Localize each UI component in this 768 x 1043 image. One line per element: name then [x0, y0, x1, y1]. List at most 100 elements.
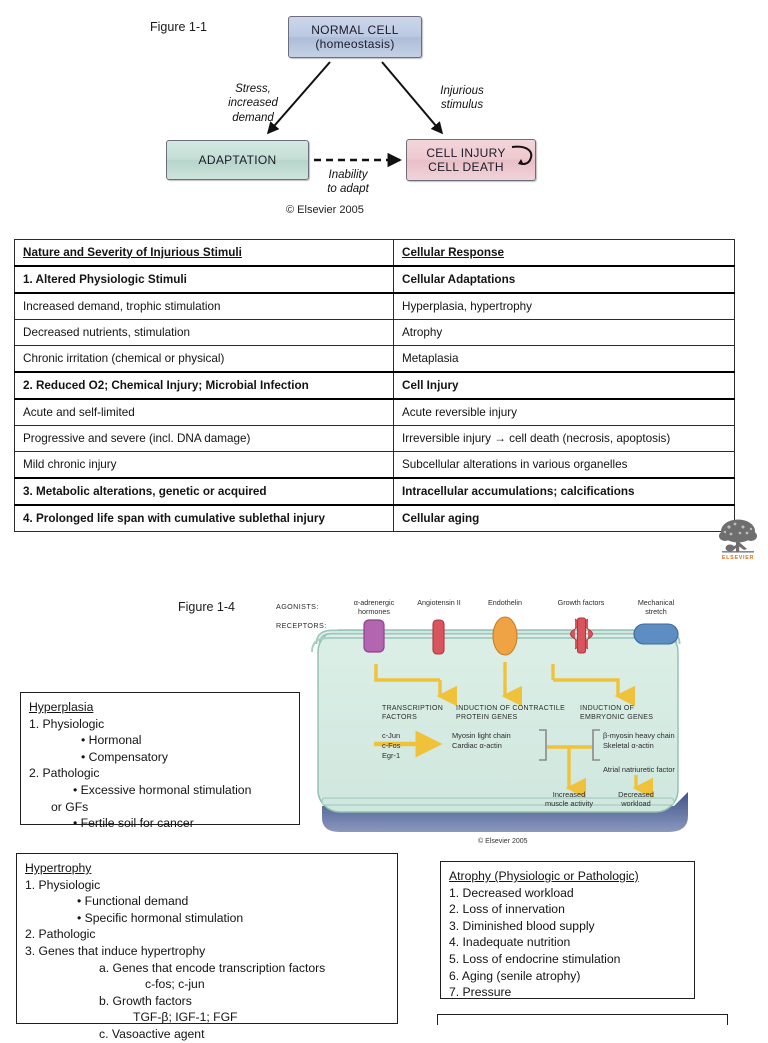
bottom-partial-box — [437, 1014, 728, 1025]
atrophy-line: 6. Aging (senile atrophy) — [449, 968, 581, 983]
atrophy-box: Atrophy (Physiologic or Pathologic) 1. D… — [440, 861, 695, 999]
gene-right-1: Skeletal α-actin — [603, 741, 654, 750]
normal-cell-line-2: (homeostasis) — [315, 37, 395, 51]
hyperplasia-title: Hyperplasia — [29, 700, 94, 714]
pathway-label-0: TRANSCRIPTION — [382, 705, 443, 712]
cell-injury-line-2: CELL DEATH — [428, 160, 504, 174]
agonist-label-2: Endothelin — [488, 598, 522, 607]
agonist-label-1: Angiotensin II — [417, 598, 461, 607]
table-row: 3. Metabolic alterations, genetic or acq… — [14, 477, 735, 506]
receptors-label: RECEPTORS: — [276, 621, 327, 630]
outcome-decreased-workload: Decreased — [618, 790, 654, 799]
normal-cell-node: NORMAL CELL (homeostasis) — [288, 16, 422, 58]
hypertrophy-box: Hypertrophy 1. Physiologic• Functional d… — [16, 853, 398, 1041]
table-row: 4. Prolonged life span with cumulative s… — [14, 504, 735, 532]
figure-1-4: AGONISTS: RECEPTORS: α-adrenergic hormon… — [270, 592, 725, 847]
hypertrophy-line-list: 1. Physiologic• Functional demand• Speci… — [25, 877, 389, 1043]
atrophy-line: 4. Inadequate nutrition — [449, 935, 571, 950]
gene-mid-1: Cardiac α-actin — [452, 741, 502, 750]
atrial-natriuretic-factor-label: Atrial natriuretic factor — [603, 765, 675, 774]
atrophy-line: 3. Diminished blood supply — [449, 918, 595, 933]
hypertrophy-line: a. Genes that encode transcription facto… — [99, 960, 326, 975]
hypertrophy-line: 1. Physiologic — [25, 877, 101, 892]
table-cell: Decreased nutrients, stimulation — [14, 319, 394, 346]
table-cell: Intracellular accumulations; calcificati… — [393, 477, 735, 506]
table-cell: Mild chronic injury — [14, 451, 394, 479]
stress-line-2: increased — [228, 97, 278, 110]
table-row: Chronic irritation (chemical or physical… — [14, 345, 735, 373]
agonist-label-3: Growth factors — [558, 598, 605, 607]
agonist-label-0: α-adrenergic — [354, 598, 395, 607]
hyperplasia-line: • Hormonal — [81, 733, 142, 748]
table-cell: 2. Reduced O2; Chemical Injury; Microbia… — [14, 371, 394, 400]
hyperplasia-line: • Compensatory — [81, 749, 168, 764]
table-header-cell: Nature and Severity of Injurious Stimuli — [14, 239, 394, 267]
stress-line-1: Stress, — [235, 83, 271, 95]
figure-1-1-label: Figure 1-1 — [150, 20, 207, 34]
hyperplasia-line: or GFs — [51, 799, 89, 814]
atrophy-line-list: 1. Decreased workload 2. Loss of innervat… — [449, 885, 686, 1001]
pathway-label-0-line2: FACTORS — [382, 714, 417, 721]
elsevier-logo: ELSEVIER — [714, 518, 762, 568]
hypertrophy-line: 3. Genes that induce hypertrophy — [25, 943, 206, 958]
injurious-line-1: Injurious — [440, 85, 484, 97]
adaptation-node: ADAPTATION — [166, 140, 309, 180]
gene-left-1: c-Fos — [382, 741, 401, 750]
elsevier-tree-icon — [719, 519, 757, 553]
table-cell: Progressive and severe (incl. DNA damage… — [14, 425, 394, 452]
injurious-stimulus-annotation: Injurious stimulus — [425, 84, 499, 113]
hyperplasia-line: 2. Pathologic — [29, 766, 100, 781]
outcome-increased-muscle-activity-line2: muscle activity — [545, 799, 593, 808]
table-cell: Subcellular alterations in various organ… — [393, 451, 735, 479]
figure-1-4-copyright: © Elsevier 2005 — [478, 838, 528, 845]
figure-1-1-copyright: © Elsevier 2005 — [286, 204, 364, 216]
atrophy-line: 1. Decreased workload — [449, 885, 574, 900]
table-cell: Cellular aging — [393, 504, 735, 532]
pathway-label-2-line2: EMBRYONIC GENES — [580, 714, 653, 721]
atrophy-line: 2. Loss of innervation — [449, 902, 565, 917]
table-header-cell: Cellular Response — [393, 239, 735, 267]
table-cell: 4. Prolonged life span with cumulative s… — [14, 504, 394, 532]
hypertrophy-line: c. Vasoactive agent — [99, 1026, 205, 1041]
injurious-line-2: stimulus — [440, 99, 484, 112]
gene-left-0: c-Jun — [382, 731, 400, 740]
table-cell: Acute reversible injury — [393, 398, 735, 426]
cell-injury-node: CELL INJURY CELL DEATH — [406, 139, 536, 181]
gene-left-2: Egr-1 — [382, 751, 400, 760]
hypertrophy-line: 2. Pathologic — [25, 927, 96, 942]
normal-cell-line-1: NORMAL CELL — [311, 22, 399, 37]
inability-line-2: to adapt — [327, 183, 369, 196]
hypertrophy-line: c-fos; c-jun — [145, 977, 205, 992]
hypertrophy-cell-diagram: AGONISTS: RECEPTORS: α-adrenergic hormon… — [276, 598, 688, 832]
elsevier-wordmark: ELSEVIER — [721, 555, 755, 561]
outcome-increased-muscle-activity: Increased — [553, 790, 585, 799]
figure-1-1: Figure 1-1 NORMAL CELL (homeostasis) ADA… — [0, 0, 768, 228]
table-cell: Cell Injury — [393, 371, 735, 400]
inability-line-1: Inability — [328, 169, 368, 181]
inability-to-adapt-annotation: Inability to adapt — [315, 168, 381, 197]
atrophy-title: Atrophy (Physiologic or Pathologic) — [449, 869, 639, 883]
table-cell: Irreversible injury → cell death (necros… — [393, 425, 735, 452]
table-cell: Acute and self-limited — [14, 398, 394, 426]
pathway-label-1-line2: PROTEIN GENES — [456, 714, 517, 721]
hyperplasia-line: 1. Physiologic — [29, 716, 105, 731]
table-cell: 3. Metabolic alterations, genetic or acq… — [14, 477, 394, 506]
hypertrophy-line: TGF-β; IGF-1; FGF — [133, 1010, 238, 1025]
pathway-label-2: INDUCTION OF — [580, 705, 634, 712]
agonist-label-4: Mechanical — [638, 598, 675, 607]
table-row: Progressive and severe (incl. DNA damage… — [14, 425, 735, 452]
hyperplasia-box: Hyperplasia 1. Physiologic • Hormonal• Co… — [20, 692, 300, 830]
stress-annotation: Stress, increased demand — [214, 82, 292, 125]
agonist-label-4-line2: stretch — [645, 607, 667, 616]
table-cell: 1. Altered Physiologic Stimuli — [14, 265, 394, 294]
table-cell: Hyperplasia, hypertrophy — [393, 292, 735, 320]
table-row: 2. Reduced O2; Chemical Injury; Microbia… — [14, 371, 735, 400]
table-cell: Cellular Adaptations — [393, 265, 735, 294]
hyperplasia-line-list: 1. Physiologic • Hormonal• Compensatory 2.… — [29, 716, 291, 832]
gene-mid-0: Myosin light chain — [452, 731, 511, 740]
recursive-loop-icon — [511, 145, 533, 165]
cell-injury-line-1: CELL INJURY — [426, 145, 506, 160]
hyperplasia-line: • Excessive hormonal stimulation — [73, 782, 252, 797]
